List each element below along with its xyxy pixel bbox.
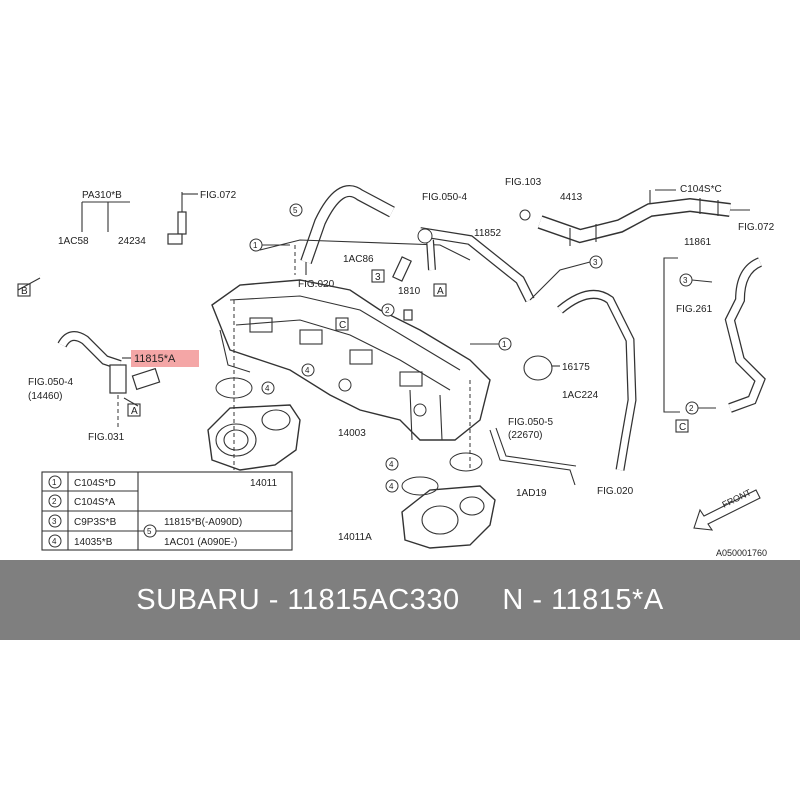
label-fig261: FIG.261 bbox=[676, 304, 713, 315]
legend-num-4: 4 bbox=[52, 537, 57, 546]
label-14003: 14003 bbox=[338, 428, 366, 439]
callout-4-right-b: 4 bbox=[389, 482, 394, 491]
label-fig072-right: FIG.072 bbox=[738, 222, 775, 233]
label-box-c-mid: C bbox=[339, 320, 346, 331]
part-number-banner: SUBARU - 11815AC330 N - 11815*A bbox=[0, 560, 800, 640]
legend-num-3: 3 bbox=[52, 517, 57, 526]
legend-code-4: 14035*B bbox=[74, 537, 113, 548]
label-pa310b: PA310*B bbox=[82, 190, 122, 201]
label-1ad19: 1AD19 bbox=[516, 488, 547, 499]
label-16175: 16175 bbox=[562, 362, 590, 373]
label-1ac58: 1AC58 bbox=[58, 236, 89, 247]
callout-4-right-a: 4 bbox=[389, 460, 394, 469]
label-box-c-right: C bbox=[679, 422, 686, 433]
callout-5-top: 5 bbox=[293, 206, 298, 215]
banner-text: SUBARU - 11815AC330 N - 11815*A bbox=[136, 583, 664, 616]
label-fig072-top: FIG.072 bbox=[200, 190, 237, 201]
right-long-hose bbox=[557, 289, 637, 471]
ref-box-3 bbox=[371, 269, 385, 283]
label-front: FRONT bbox=[720, 487, 753, 510]
legend-num-2: 2 bbox=[52, 497, 57, 506]
legend-num-5: 5 bbox=[147, 527, 152, 536]
flange-right bbox=[385, 380, 496, 549]
label-11861: 11861 bbox=[684, 237, 712, 248]
intake-manifold bbox=[211, 239, 491, 441]
label-14011: 14011 bbox=[250, 478, 278, 489]
label-14460: (14460) bbox=[28, 391, 62, 402]
flange-left bbox=[207, 300, 301, 471]
bottom-blank-area bbox=[0, 640, 800, 800]
callout-2-right: 2 bbox=[689, 404, 694, 413]
legend-table bbox=[41, 471, 293, 551]
label-fig020-b: FIG.020 bbox=[597, 486, 634, 497]
parts-diagram: PA310*B FIG.072 1AC58 24234 B 11815*A FI… bbox=[17, 177, 775, 558]
center-hoses bbox=[392, 209, 535, 321]
label-box-b-left: B bbox=[21, 286, 28, 297]
callout-3-right2: 3 bbox=[683, 276, 688, 285]
callout-2-mid: 2 bbox=[385, 306, 390, 315]
legend-item5-line1: 11815*B(-A090D) bbox=[164, 517, 242, 528]
label-fig050-4-top: FIG.050-4 bbox=[422, 192, 467, 203]
label-box-a-left: A bbox=[131, 406, 138, 417]
legend-code-2: C104S*A bbox=[74, 497, 115, 508]
label-ref-code: A050001760 bbox=[716, 548, 767, 558]
label-box-3: 3 bbox=[375, 272, 381, 283]
label-1810: 1810 bbox=[398, 286, 421, 297]
legend-num-1: 1 bbox=[52, 478, 57, 487]
callout-4-mid: 4 bbox=[305, 366, 310, 375]
ref-box-a-left bbox=[127, 403, 141, 417]
right-detail-panel bbox=[663, 257, 766, 415]
ref-box-c-right bbox=[675, 419, 689, 433]
left-hose-group bbox=[17, 192, 198, 291]
ref-box-a-mid bbox=[433, 283, 447, 297]
label-1ac86: 1AC86 bbox=[343, 254, 374, 265]
label-11852: 11852 bbox=[474, 228, 502, 239]
label-fig050-4-left: FIG.050-4 bbox=[28, 377, 73, 388]
label-22670: (22670) bbox=[508, 430, 542, 441]
label-highlighted-part: 11815*A bbox=[134, 353, 176, 365]
label-24234: 24234 bbox=[118, 236, 146, 247]
ref-box-c-mid bbox=[335, 317, 349, 331]
label-14011a: 14011A bbox=[338, 532, 372, 543]
legend-item5-line2: 1AC01 (A090E-) bbox=[164, 537, 237, 548]
legend-code-1: C104S*D bbox=[74, 478, 116, 489]
label-4413: 4413 bbox=[560, 192, 583, 203]
label-fig031: FIG.031 bbox=[88, 432, 125, 443]
label-1ac224: 1AC224 bbox=[562, 390, 599, 401]
upper-right-hoses bbox=[529, 189, 750, 301]
label-fig103: FIG.103 bbox=[505, 177, 542, 188]
callout-4-left: 4 bbox=[265, 384, 270, 393]
top-center-hose bbox=[289, 185, 395, 275]
highlight-box bbox=[131, 350, 199, 367]
label-fig050-5: FIG.050-5 bbox=[508, 417, 553, 428]
callout-1-left: 1 bbox=[253, 241, 258, 250]
callout-1-mid: 1 bbox=[502, 340, 507, 349]
label-box-a-mid: A bbox=[437, 286, 444, 297]
callout-3-right: 3 bbox=[593, 258, 598, 267]
legend-code-3: C9P3S*B bbox=[74, 517, 117, 528]
ref-box-b-left bbox=[17, 283, 31, 297]
pcv-hose-left bbox=[57, 331, 161, 428]
label-c104s-c: C104S*C bbox=[680, 184, 722, 195]
front-arrow-icon bbox=[693, 489, 761, 531]
label-fig020-a: FIG.020 bbox=[298, 279, 335, 290]
